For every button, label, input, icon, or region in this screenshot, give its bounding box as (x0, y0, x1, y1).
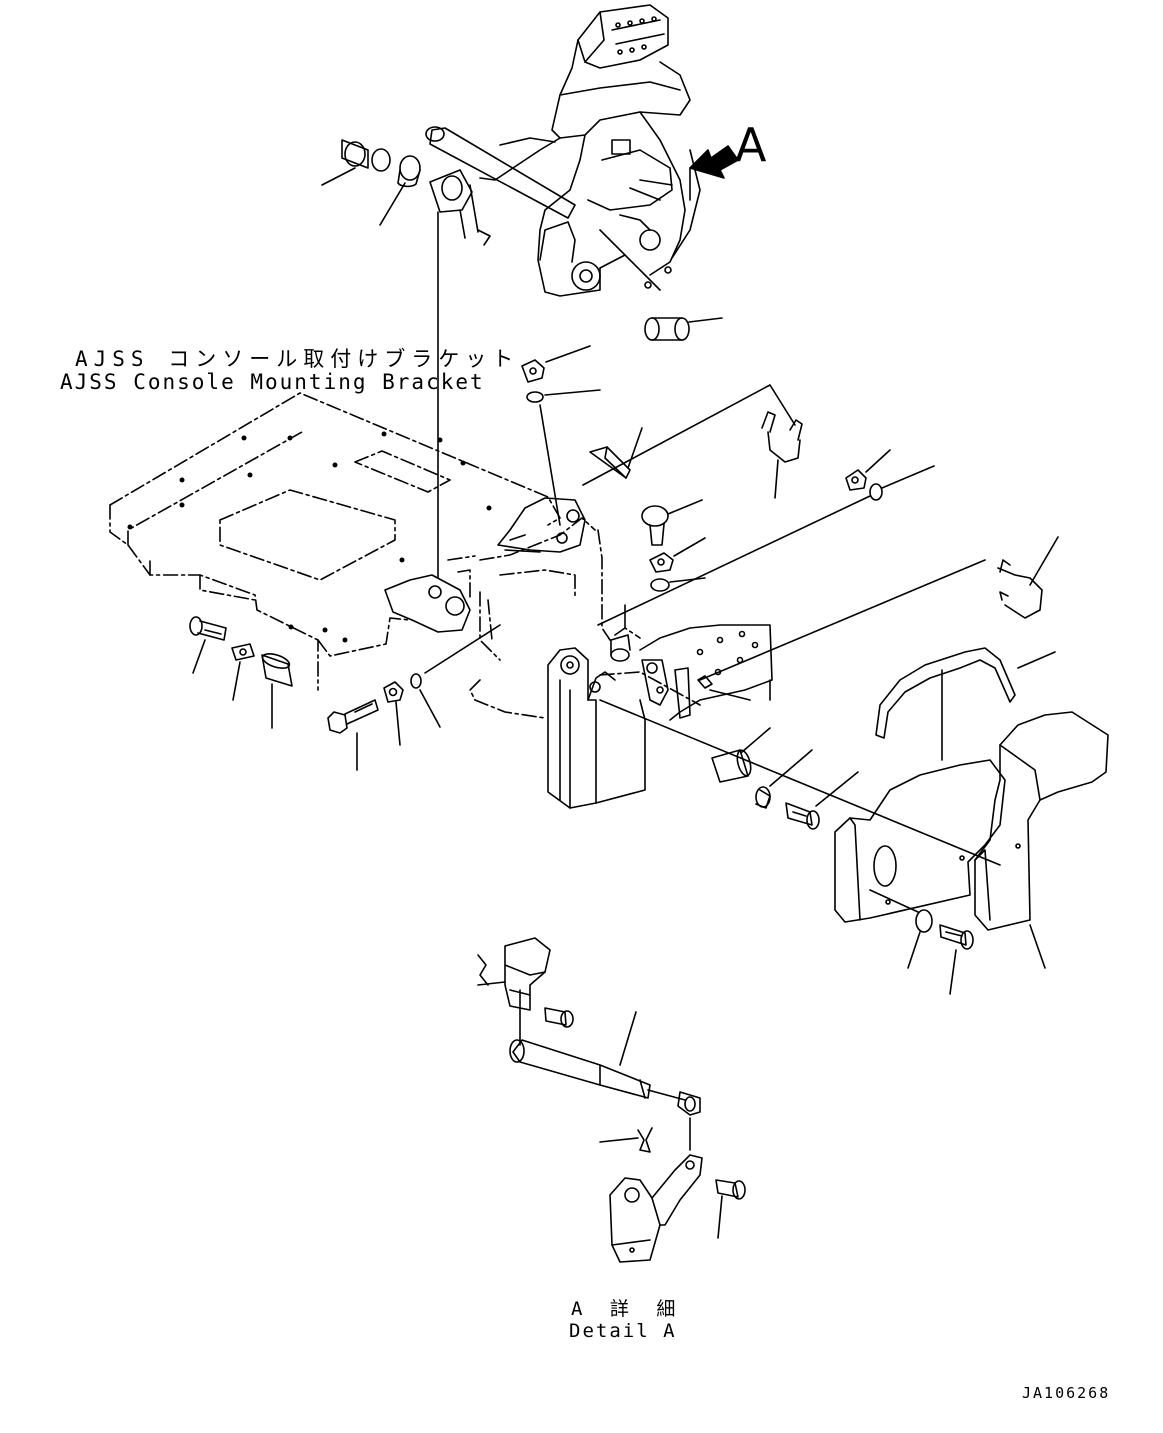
detail-upper-mount (478, 938, 550, 1045)
drawing-code: JA106268 (1022, 1384, 1111, 1402)
handle-rod (876, 648, 1055, 760)
clip-middle (590, 428, 642, 478)
callout-arrow (690, 146, 738, 178)
nut-right (846, 450, 890, 490)
washer-right (870, 466, 934, 500)
bolt-middle (786, 772, 858, 829)
callout-label-a: A (735, 118, 767, 172)
knob (642, 500, 702, 545)
nut-middle-2 (650, 538, 705, 572)
cover-right (975, 712, 1108, 968)
detail-bolt-top (545, 1008, 573, 1027)
detail-clip (600, 1128, 652, 1152)
detail-label-en: Detail A (569, 1320, 677, 1342)
bolt-left-1 (190, 617, 226, 673)
u-bolt-1 (583, 385, 802, 498)
washer-middle-2 (651, 578, 705, 591)
washer-left-2 (411, 674, 440, 727)
bolt-left-2 (328, 700, 378, 770)
cover-left (835, 760, 1005, 922)
guide-line-2 (425, 625, 500, 673)
bracket-label-jp: AJSS コンソール取付けブラケット (75, 347, 520, 371)
hinge-plate (548, 625, 772, 808)
console-bracket (110, 393, 700, 718)
console-mechanism (426, 5, 700, 296)
bushing-left (261, 651, 292, 728)
detail-label-jp: A 詳 細 (571, 1298, 684, 1320)
washer-lower-right (870, 890, 932, 968)
bushing-top (380, 156, 420, 225)
bolt-lower-right (940, 925, 973, 994)
nut-middle-1 (522, 346, 590, 382)
bracket-hinge (385, 498, 585, 632)
washer-middle-3 (611, 635, 630, 661)
washer-left (232, 644, 254, 700)
washer-middle-1 (527, 390, 600, 525)
bushing-right (645, 318, 722, 340)
nut-left (384, 682, 403, 745)
detail-bolt-bottom (716, 1180, 745, 1238)
detail-lower-mount (610, 1155, 702, 1262)
u-bolt-2 (700, 537, 1058, 680)
gas-spring (510, 1012, 700, 1150)
bracket-label-en: AJSS Console Mounting Bracket (60, 370, 485, 394)
bracket-holes (127, 431, 492, 643)
pin-middle (600, 700, 1000, 865)
washer-set-top (322, 140, 390, 185)
ring-middle (756, 750, 812, 808)
guide-line-4 (598, 496, 870, 625)
